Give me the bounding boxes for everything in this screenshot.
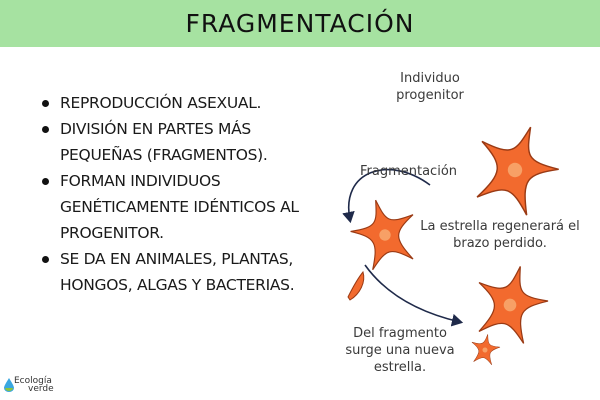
label-new-star: Del fragmento surge una nueva estrella. [345,326,455,375]
ecologia-verde-logo: Ecología verde [4,376,54,394]
logo-line1: Ecología [14,376,52,386]
page-title: FRAGMENTACIÓN [185,9,415,38]
arm-fragment-icon [347,270,365,301]
starfish-fragmenting-icon [343,191,425,274]
title-banner: FRAGMENTACIÓN [0,0,600,47]
starfish-new-icon [468,331,503,366]
label-parent: Individuo progenitor [396,71,464,103]
arrow-curve [342,168,431,224]
water-drop-icon [4,378,14,392]
diagram-graphics [342,112,570,366]
starfish-regenerated-icon [466,256,556,348]
bullet-item: DIVISIÓN EN PARTES MÁS PEQUEÑAS (FRAGMEN… [38,116,328,168]
bullet-item: FORMAN INDIVIDUOS GENÉTICAMENTE IDÉNTICO… [38,168,328,246]
bullet-item: SE DA EN ANIMALES, PLANTAS, HONGOS, ALGA… [38,246,328,298]
logo-line2: verde [28,384,54,394]
label-regenerate: La estrella regenerará el brazo perdido. [420,219,580,251]
bullet-item: REPRODUCCIÓN ASEXUAL. [38,90,328,116]
fragmentation-diagram: Individuo progenitor Fragmentación La es… [330,60,600,390]
label-fragmentation: Fragmentación [360,164,458,179]
bullet-list: REPRODUCCIÓN ASEXUAL. DIVISIÓN EN PARTES… [38,90,328,298]
